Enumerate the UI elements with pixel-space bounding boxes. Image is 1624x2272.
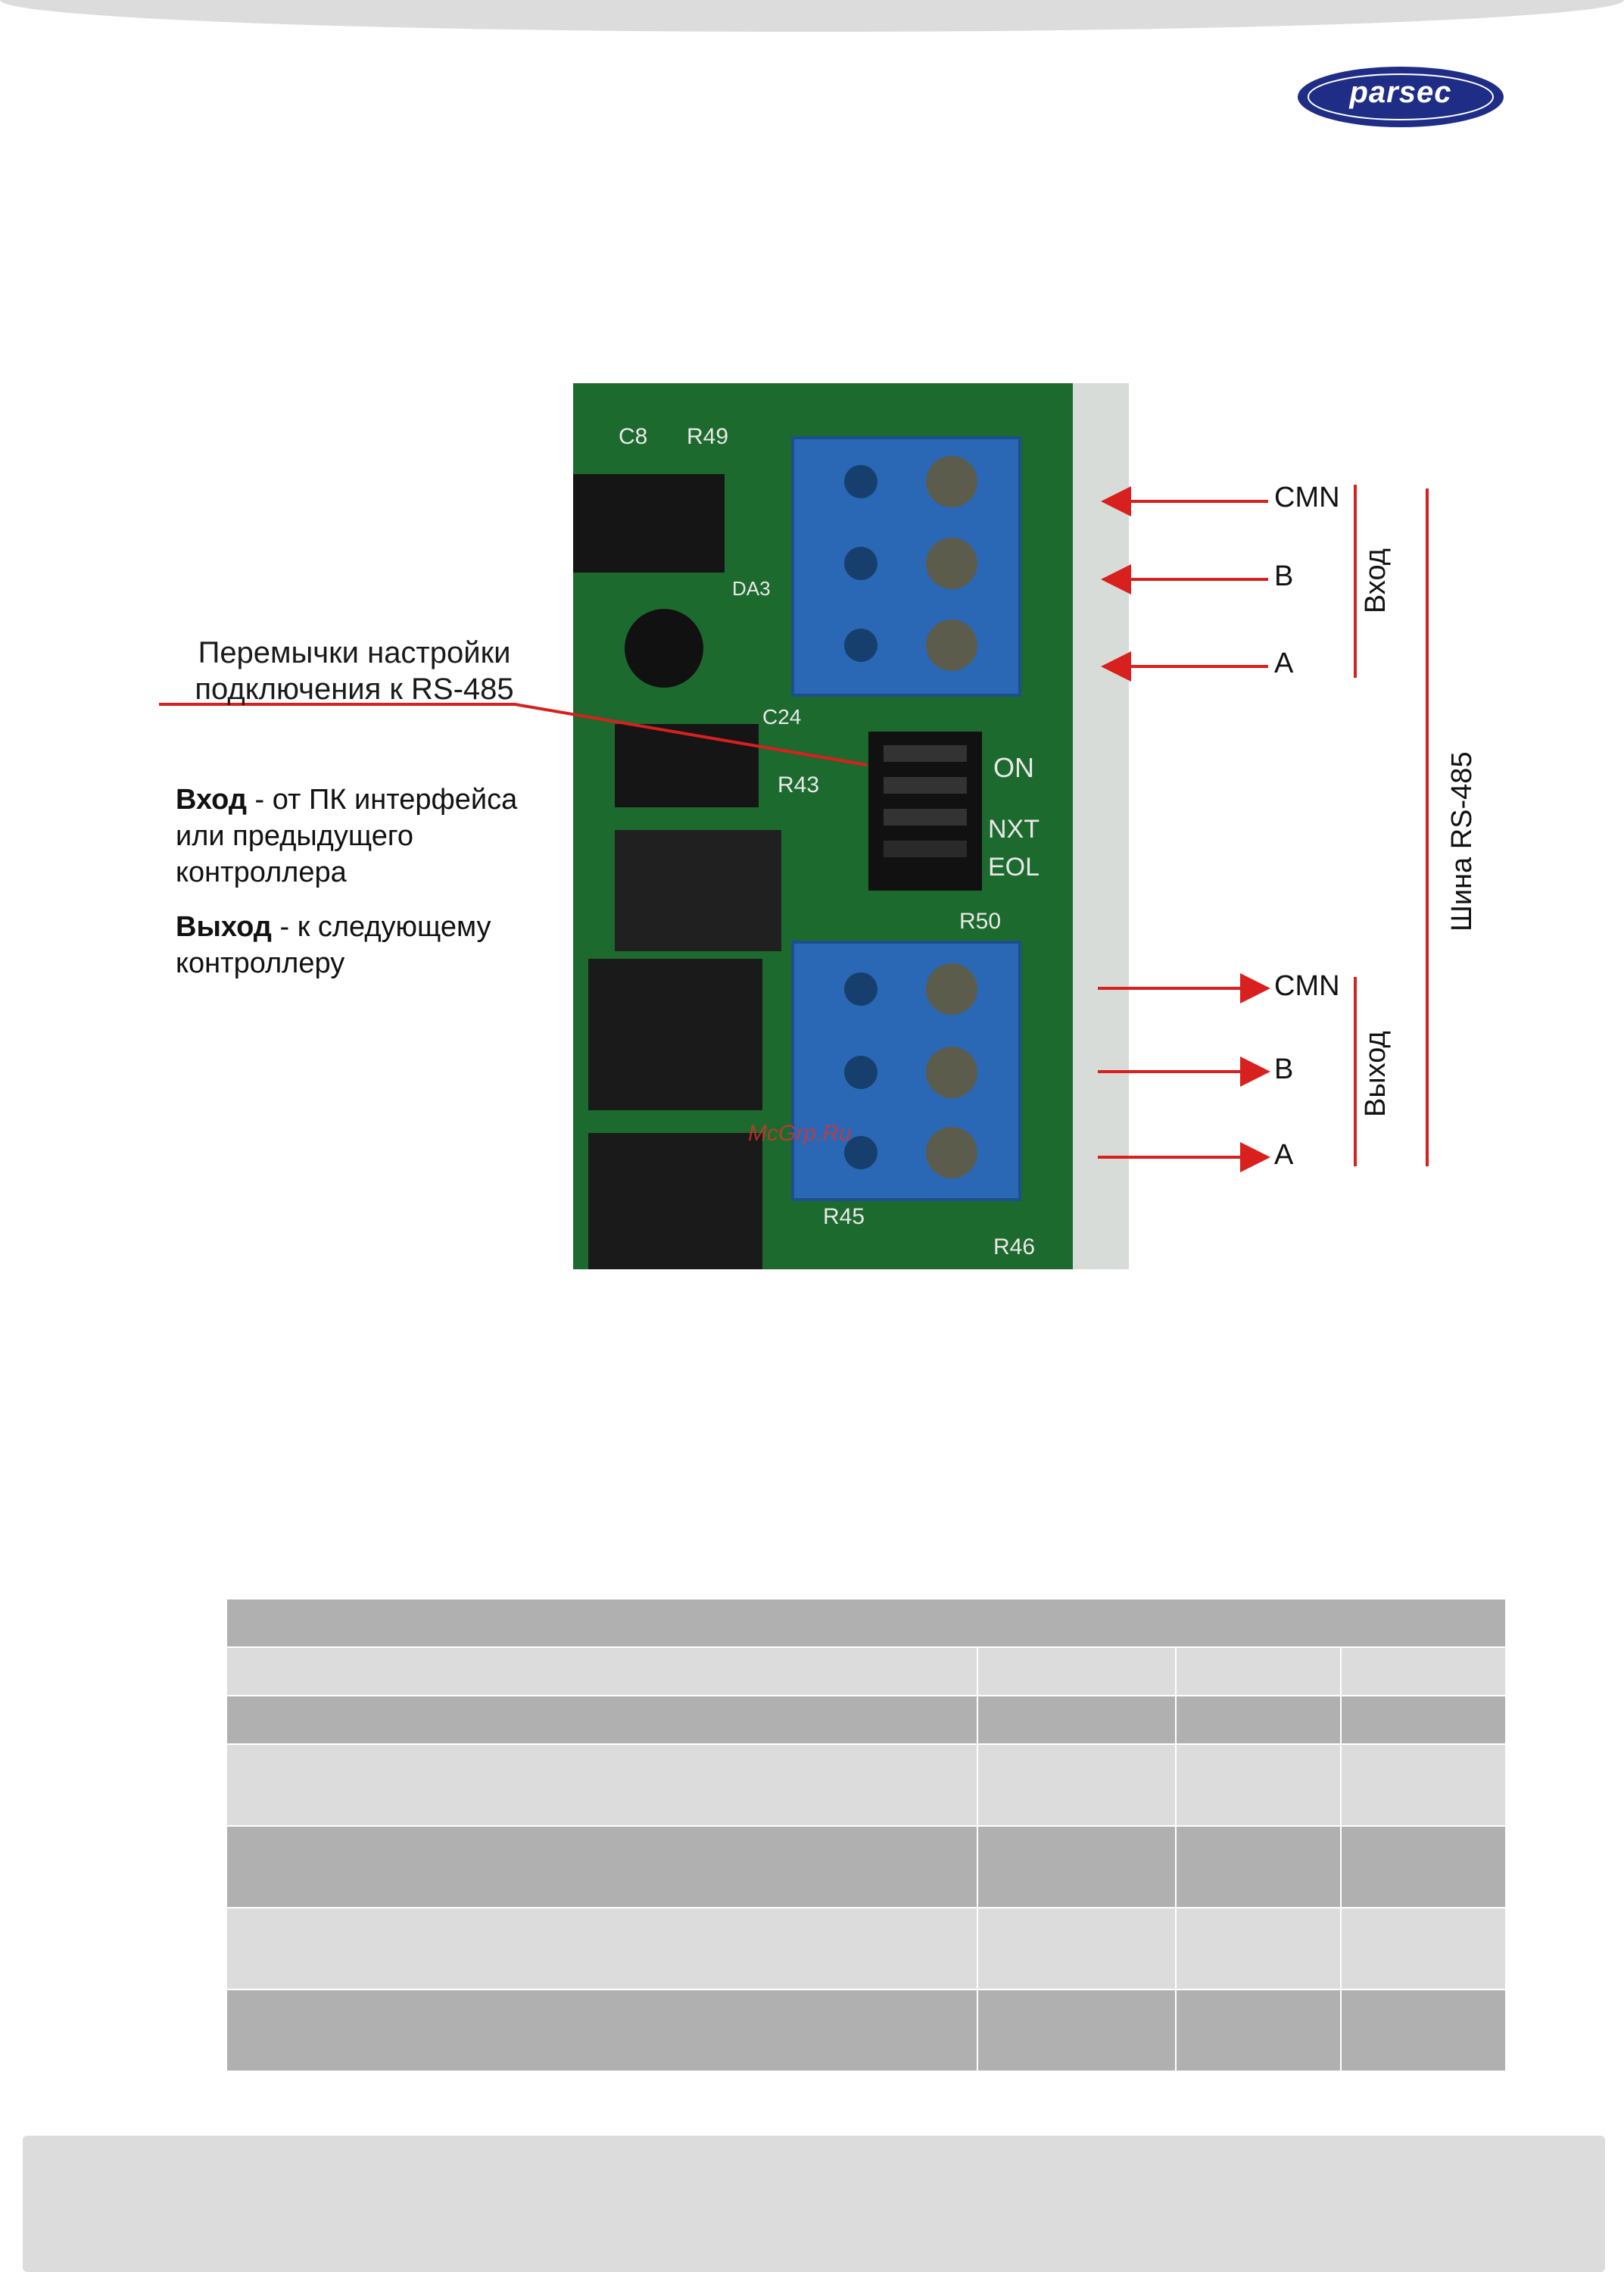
output-b-label: B — [1274, 1053, 1294, 1085]
parsec-logo: parsec — [1295, 62, 1507, 132]
input-a-label: A — [1274, 648, 1294, 679]
bottom-decor-band — [23, 2136, 1605, 2272]
table-row — [226, 1907, 1507, 1990]
svg-text:C24: C24 — [762, 705, 801, 729]
svg-text:R50: R50 — [959, 909, 1001, 934]
svg-text:R46: R46 — [993, 1234, 1035, 1259]
table-row — [226, 1743, 1507, 1827]
table-row — [226, 1825, 1507, 1908]
input-cmn-label: CMN — [1274, 482, 1340, 513]
svg-text:NXT: NXT — [988, 815, 1040, 844]
spec-table — [226, 1598, 1507, 2072]
controller-board-photo: ON NXT EOL R49 C8 DA3 C24 R43 R50 R45 R4… — [573, 383, 1129, 1269]
table-row — [226, 1646, 1507, 1696]
svg-text:DA3: DA3 — [732, 577, 771, 600]
output-a-label: A — [1274, 1139, 1294, 1171]
output-group-label: Выход — [1360, 1031, 1392, 1117]
bus-label: Шина RS-485 — [1446, 751, 1478, 932]
svg-text:R45: R45 — [823, 1204, 865, 1229]
input-b-label: B — [1274, 560, 1294, 592]
watermark: McGrp.Ru — [748, 1121, 852, 1146]
output-description: Выход - к следующему контроллеру — [176, 911, 491, 979]
output-cmn-label: CMN — [1274, 970, 1340, 1002]
svg-text:C8: C8 — [619, 424, 647, 449]
jumper-caption: Перемычки настройки подключения к RS-485 — [195, 636, 514, 706]
table-row — [226, 1695, 1507, 1745]
svg-text:R49: R49 — [687, 424, 728, 449]
input-group-label: Вход — [1360, 548, 1392, 613]
table-header-row — [226, 1598, 1507, 1648]
input-description: Вход - от ПК интерфейса или предыдущего … — [176, 784, 518, 888]
svg-text:R43: R43 — [778, 772, 819, 797]
table-row — [226, 1989, 1507, 2072]
svg-text:EOL: EOL — [988, 853, 1040, 882]
svg-text:ON: ON — [993, 752, 1034, 783]
